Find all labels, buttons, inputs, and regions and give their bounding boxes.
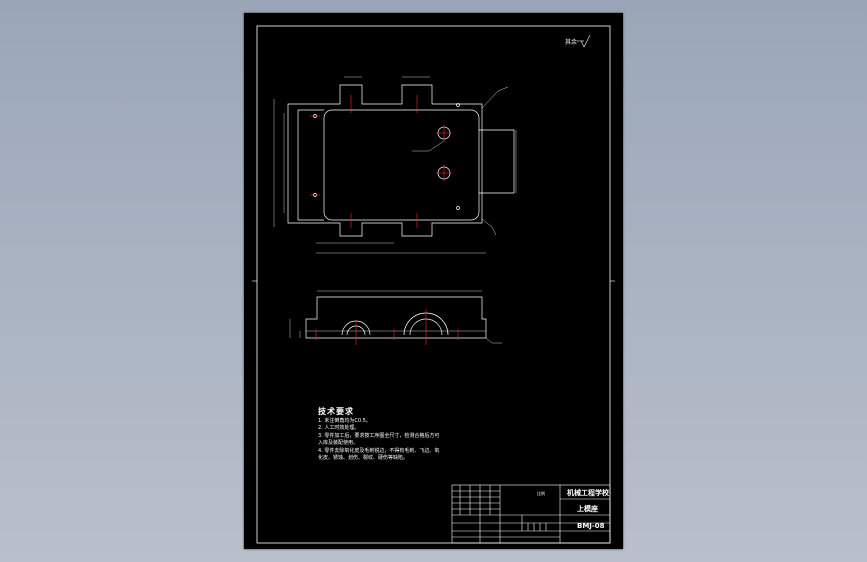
- top-view: [273, 76, 517, 254]
- title-block-drawing-code: BMJ-08: [577, 522, 605, 530]
- top-view-centerlines: [310, 95, 452, 228]
- requirement-line: 入库及装配使用。: [318, 440, 359, 446]
- requirement-line: 化皮、锈蚀、划伤、裂纹、硬伤等缺陷。: [318, 455, 409, 461]
- title-block-part-name: 上模座: [577, 505, 598, 513]
- cad-drawing: [252, 25, 615, 544]
- title-block: [451, 484, 611, 544]
- front-view: [289, 290, 502, 344]
- drawing-border: [256, 25, 611, 544]
- drawing-sheet: 其余 技术要求 1. 未注倒角均为C0.5。 2. 人工时效处理。 3. 零件加…: [244, 13, 623, 549]
- requirement-line: 4. 零件去除氧化皮及毛刺锐边，不得有毛刺、飞边、氧: [318, 447, 440, 454]
- front-view-centerlines: [315, 309, 459, 345]
- title-block-school: 机械工程学校: [567, 489, 609, 497]
- requirement-line: 3. 零件加工后，要求按工序图全尺寸，检测合格后方可: [318, 432, 440, 439]
- requirement-line: 1. 未注倒角均为C0.5。: [318, 417, 371, 424]
- title-block-scale-label: 比例: [537, 491, 545, 496]
- requirement-line: 2. 人工时效处理。: [318, 425, 360, 431]
- technical-requirements: 技术要求 1. 未注倒角均为C0.5。 2. 人工时效处理。 3. 零件加工后，…: [318, 408, 439, 463]
- requirements-heading: 技术要求: [318, 407, 354, 416]
- roughness-note: 其余: [565, 39, 578, 46]
- roughness-symbol: [577, 34, 591, 48]
